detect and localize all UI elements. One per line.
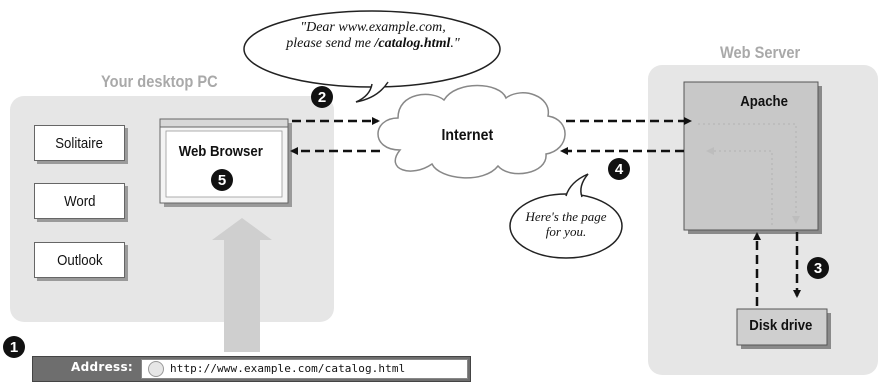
app-outlook: Outlook bbox=[34, 242, 125, 278]
step-3-badge: 3 bbox=[807, 257, 829, 279]
browser-label: Web Browser bbox=[178, 143, 263, 160]
step-4-badge: 4 bbox=[608, 158, 630, 180]
app-solitaire-label: Solitaire bbox=[55, 134, 104, 152]
address-to-browser-arrow bbox=[212, 218, 272, 352]
request-line-2: please send me /catalog.html." bbox=[286, 36, 460, 51]
step-1-badge: 1 bbox=[3, 336, 25, 358]
apache-label: Apache bbox=[740, 93, 788, 110]
response-bubble-text: Here's the page for you. bbox=[516, 209, 616, 239]
browser-titlebar bbox=[159, 118, 289, 128]
app-outlook-label: Outlook bbox=[56, 251, 103, 269]
apache-outgoing-flow bbox=[706, 147, 773, 225]
address-bar: Address: http://www.example.com/catalog.… bbox=[32, 356, 471, 382]
request-bubble-tail bbox=[355, 81, 389, 103]
response-line-1: Here's the page bbox=[525, 209, 607, 224]
request-bubble-text: "Dear www.example.com, please send me /c… bbox=[262, 20, 484, 52]
response-bubble-tail bbox=[565, 173, 589, 198]
response-line-2: for you. bbox=[545, 224, 587, 239]
internet-cloud bbox=[377, 84, 566, 179]
internet-label: Internet bbox=[441, 127, 494, 144]
address-field[interactable]: http://www.example.com/catalog.html bbox=[141, 359, 468, 379]
url-text: http://www.example.com/catalog.html bbox=[170, 362, 406, 375]
request-line-1: "Dear www.example.com, bbox=[300, 20, 446, 35]
app-word: Word bbox=[34, 183, 125, 219]
app-solitaire: Solitaire bbox=[34, 125, 125, 161]
disk-box bbox=[736, 308, 828, 346]
disk-label: Disk drive bbox=[749, 317, 813, 334]
globe-icon bbox=[148, 361, 164, 377]
desktop-title: Your desktop PC bbox=[101, 72, 218, 91]
server-title: Web Server bbox=[720, 43, 801, 62]
address-label: Address: bbox=[71, 360, 134, 374]
step-2-badge: 2 bbox=[311, 86, 333, 108]
request-path: /catalog.html bbox=[374, 36, 451, 51]
app-word-label: Word bbox=[63, 192, 96, 210]
step-5-badge: 5 bbox=[211, 169, 233, 191]
